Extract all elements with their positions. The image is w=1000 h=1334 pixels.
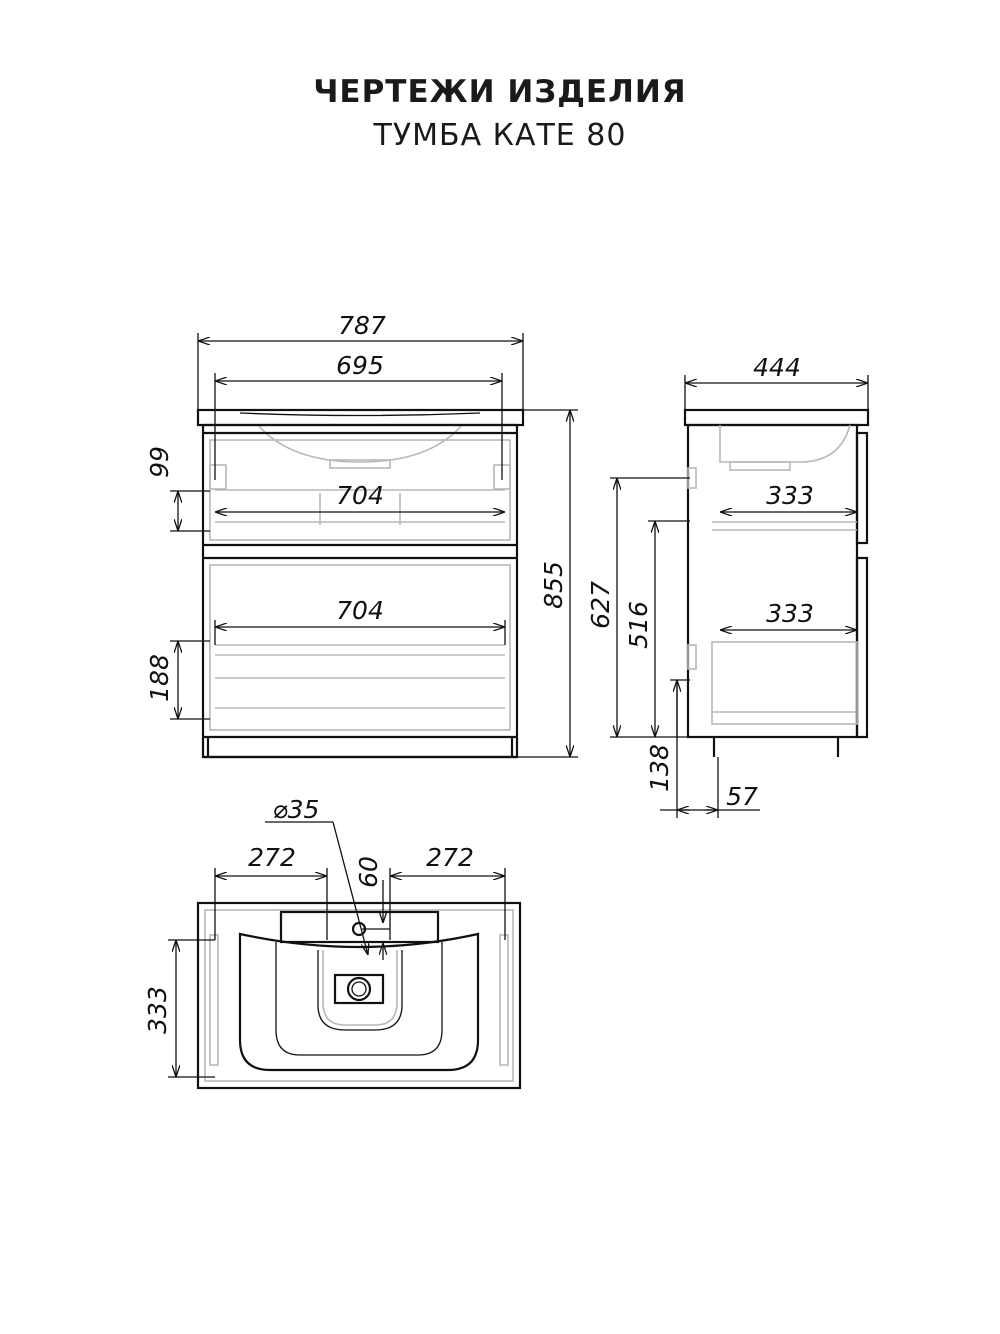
side-view <box>683 408 870 757</box>
dim-272-left: 272 <box>248 843 296 872</box>
front-dimensions: 787 695 704 704 99 188 855 <box>145 311 578 758</box>
dim-444: 444 <box>753 353 801 382</box>
dim-787: 787 <box>338 311 386 340</box>
top-dimensions: 272 272 ⌀35 60 333 <box>143 795 506 1078</box>
dim-diameter-35: ⌀35 <box>273 795 320 824</box>
dim-695: 695 <box>336 351 384 380</box>
dim-704-top: 704 <box>336 481 384 510</box>
dim-627: 627 <box>586 581 615 629</box>
dim-516: 516 <box>624 601 653 649</box>
dim-855: 855 <box>539 561 568 609</box>
dim-333-top-view: 333 <box>143 986 172 1034</box>
front-view <box>196 408 525 759</box>
dim-138: 138 <box>645 744 674 792</box>
dim-60: 60 <box>354 856 383 888</box>
page-title: ЧЕРТЕЖИ ИЗДЕЛИЯ <box>313 74 687 110</box>
dim-704-bottom: 704 <box>336 596 384 625</box>
product-subtitle: ТУМБА КАТЕ 80 <box>373 118 627 153</box>
dim-333-top: 333 <box>766 481 814 510</box>
dim-99: 99 <box>145 446 174 478</box>
top-view <box>196 901 522 1090</box>
dim-333-bottom: 333 <box>766 599 814 628</box>
dim-57: 57 <box>726 782 758 811</box>
side-dimensions: 444 333 333 627 516 138 57 <box>586 353 869 818</box>
dim-188: 188 <box>145 654 174 702</box>
dim-272-right: 272 <box>426 843 474 872</box>
